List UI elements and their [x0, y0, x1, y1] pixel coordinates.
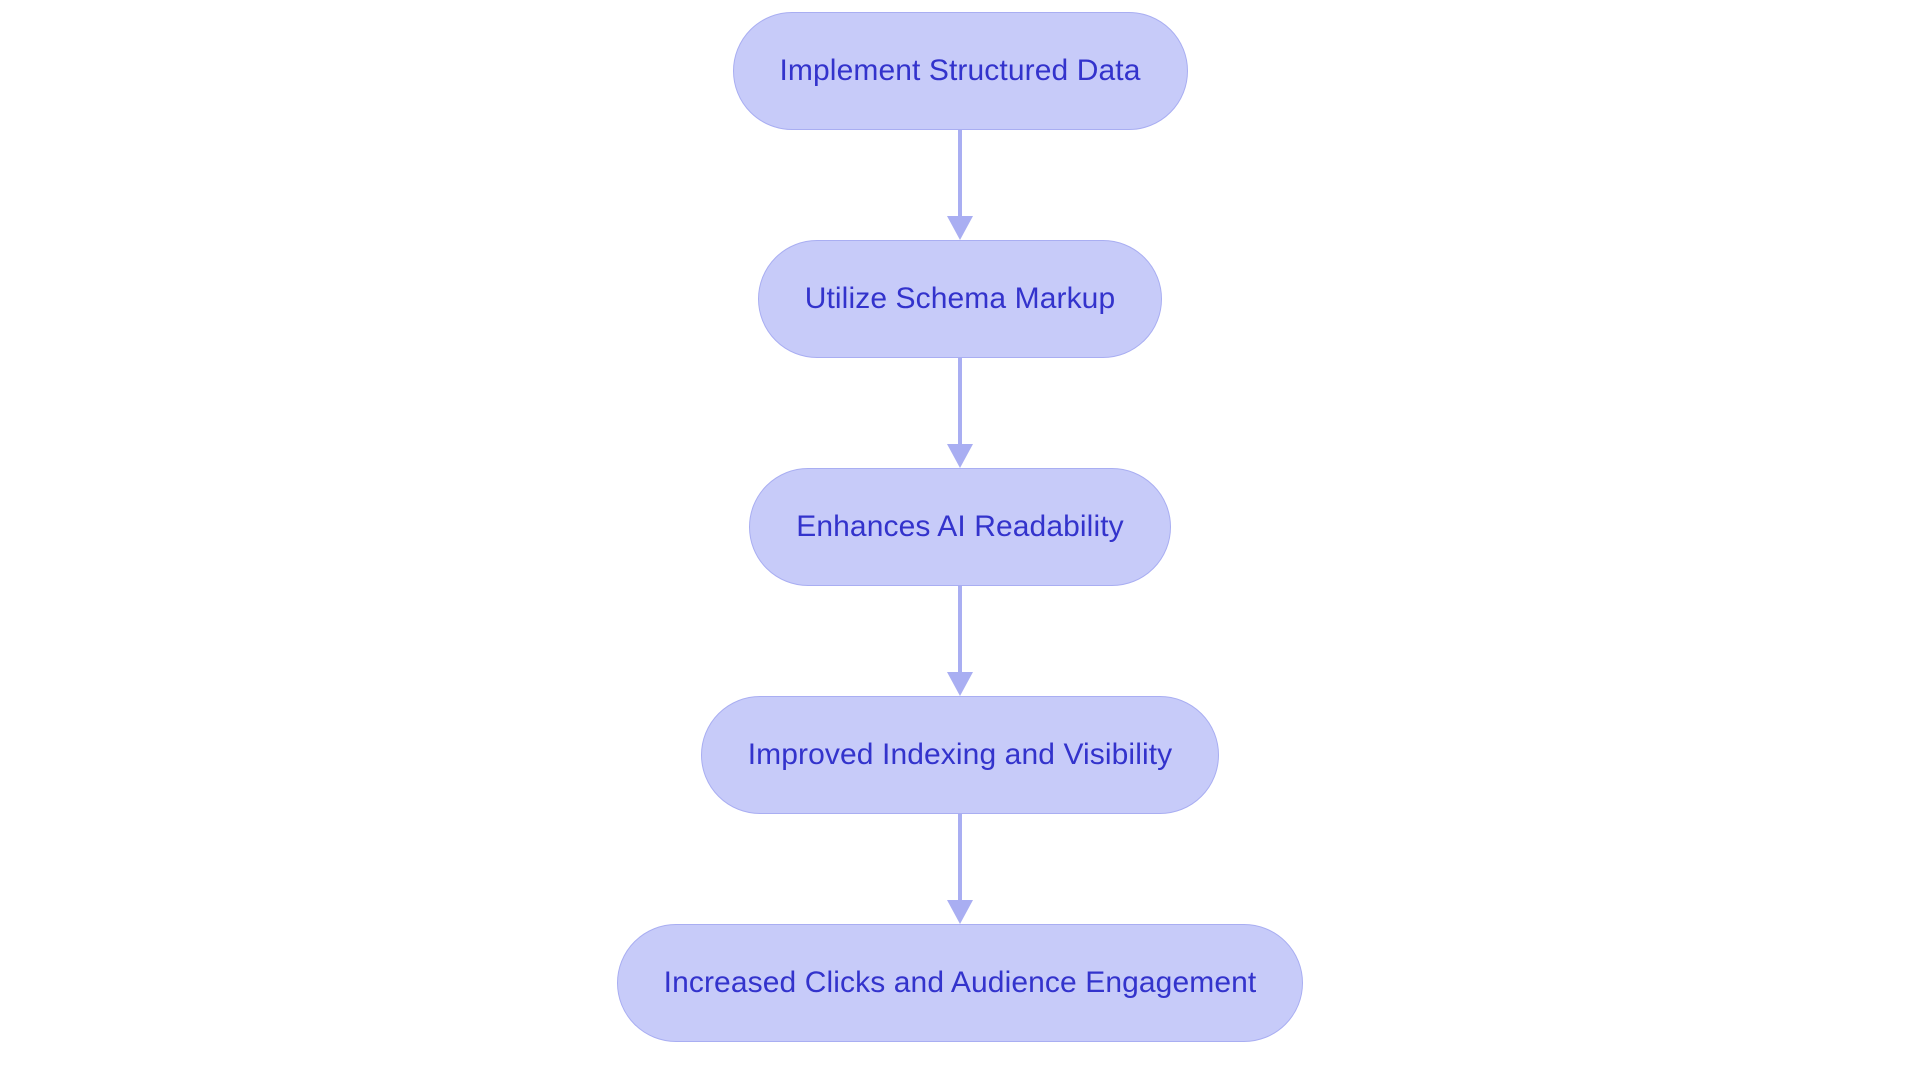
- flow-node-label: Improved Indexing and Visibility: [747, 738, 1173, 771]
- flow-node-enhances-ai-readability[interactable]: Enhances AI Readability: [749, 468, 1171, 586]
- top-spacer: [960, 0, 961, 12]
- flow-node-label: Implement Structured Data: [779, 54, 1141, 87]
- flow-node-label: Increased Clicks and Audience Engagement: [663, 966, 1257, 999]
- flow-node-implement-structured-data[interactable]: Implement Structured Data: [732, 12, 1188, 130]
- flow-edge-n3-to-n4: [947, 586, 973, 696]
- flow-node-improved-indexing-and-visibility[interactable]: Improved Indexing and Visibility: [700, 696, 1220, 814]
- flow-node-label: Enhances AI Readability: [796, 510, 1124, 543]
- flow-node-label: Utilize Schema Markup: [804, 282, 1116, 315]
- flow-node-increased-clicks-and-audience-engagement[interactable]: Increased Clicks and Audience Engagement: [616, 924, 1304, 1042]
- flow-edge-n4-to-n5: [947, 814, 973, 924]
- flow-node-utilize-schema-markup[interactable]: Utilize Schema Markup: [757, 240, 1163, 358]
- flow-edge-n2-to-n3: [947, 358, 973, 468]
- flow-edge-n1-to-n2: [947, 130, 973, 240]
